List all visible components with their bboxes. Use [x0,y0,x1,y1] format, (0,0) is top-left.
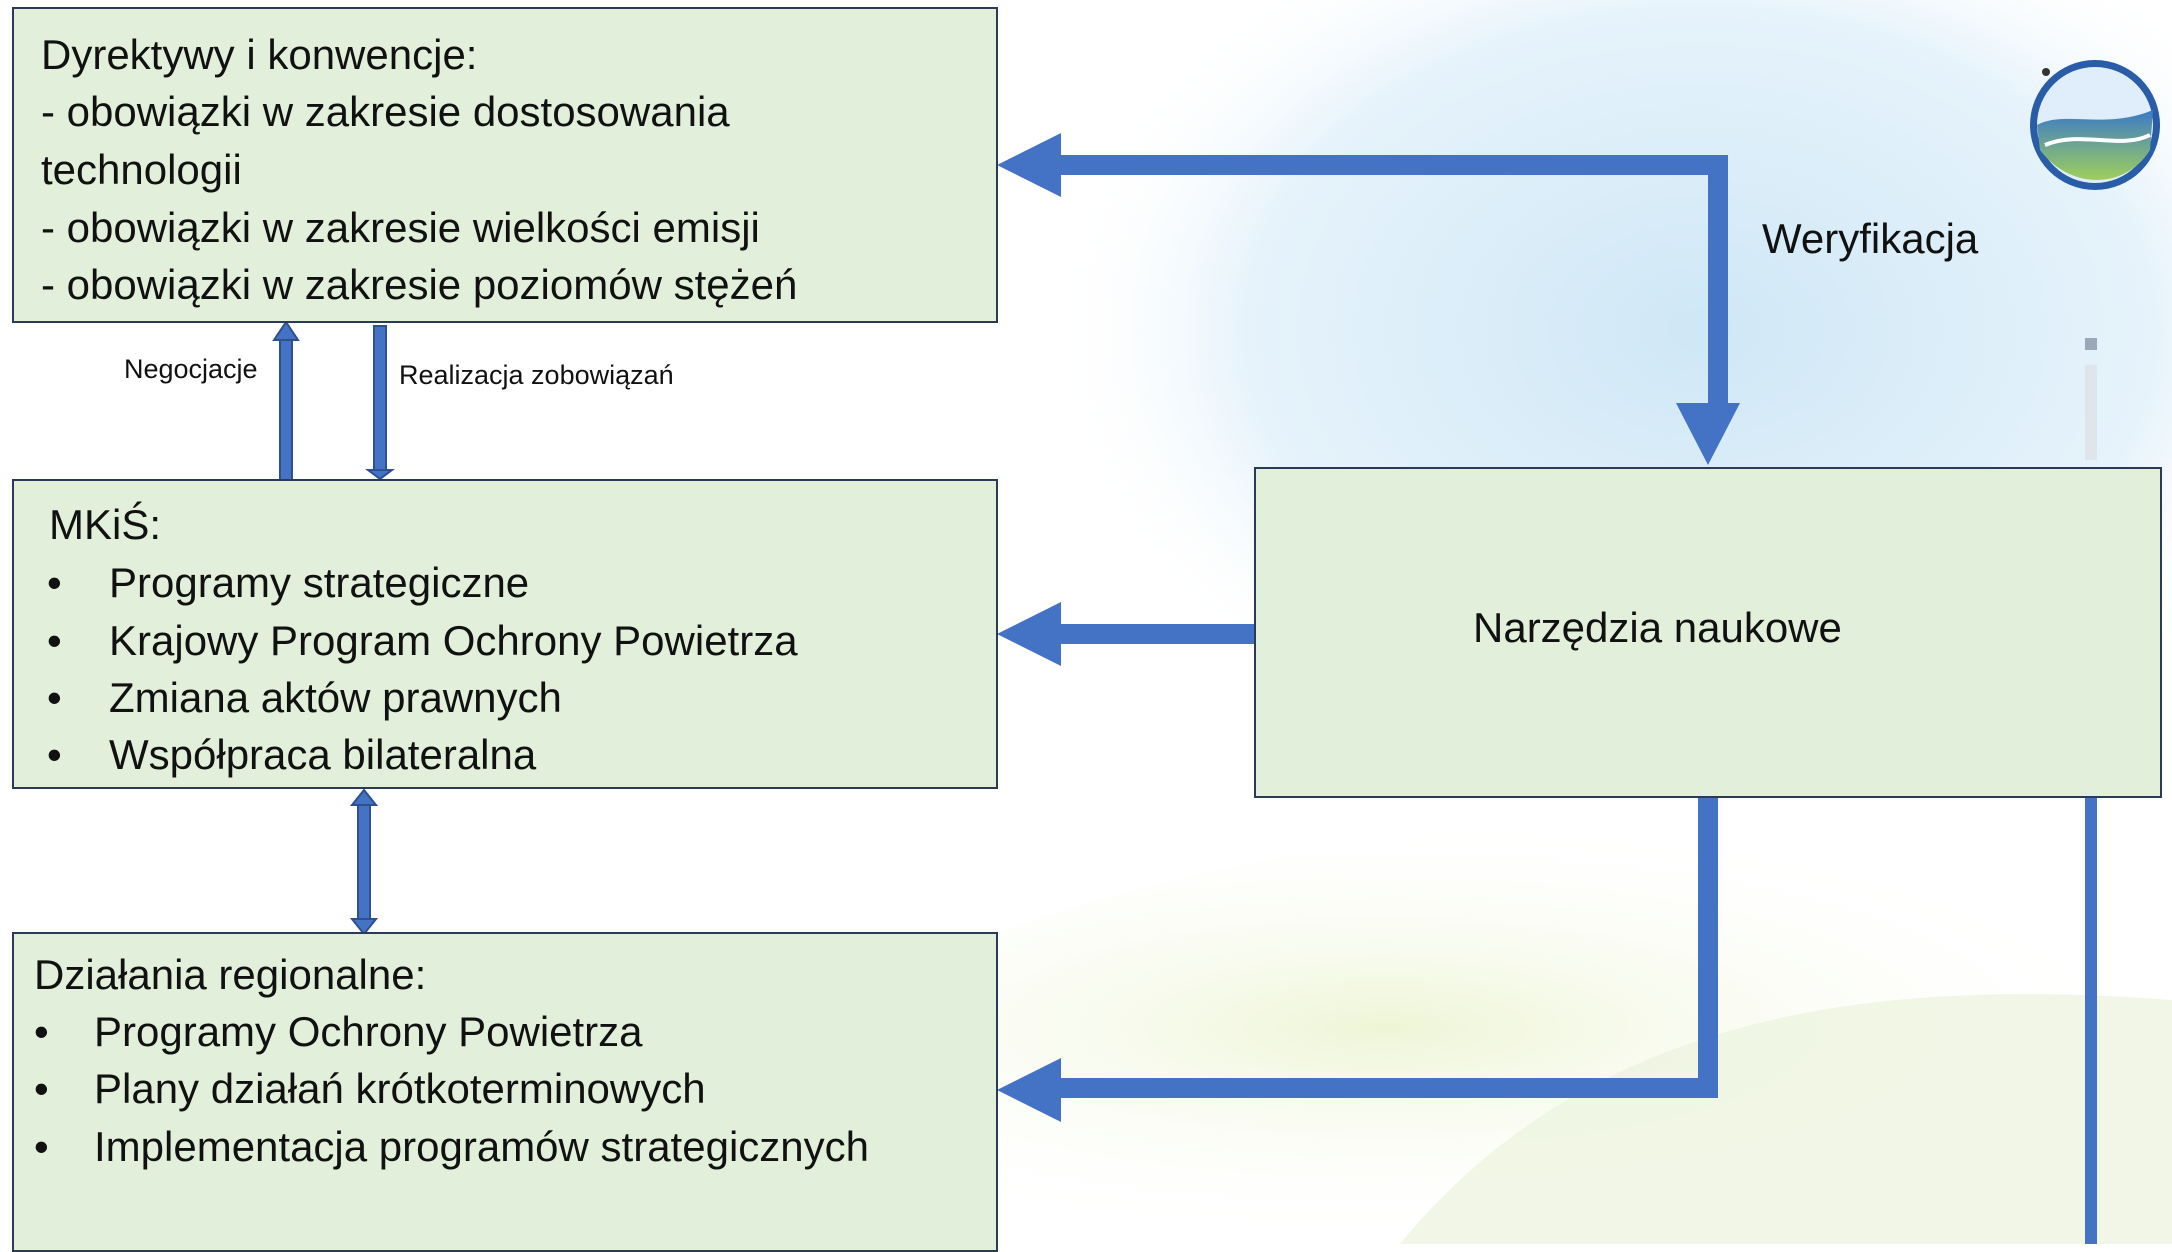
negotiations-label: Negocjacje [124,354,258,384]
bullet-icon: • [47,674,62,721]
bullet-icon: • [47,617,62,664]
arrow-bidirectional-up [349,788,379,806]
tools-to-regional-connector [1045,796,1718,1098]
verification-label: Weryfikacja [1762,215,1979,262]
tools-title: Narzędzia naukowe [1473,604,1842,651]
directives-line: - obowiązki w zakresie wielkości emisji [41,204,760,251]
mkis-title: MKiŚ: [49,501,162,548]
arrow-to-tools [1676,403,1740,465]
mkis-item: Zmiana aktów prawnych [109,674,562,721]
bullet-icon: • [34,1065,49,1112]
verification-connector [1045,155,1728,405]
arrow-negotiations [272,320,300,341]
regional-box: Działania regionalne: • Programy Ochrony… [12,932,998,1252]
arrow-implementation [365,469,395,481]
directives-line: technologii [41,146,242,193]
arrow-to-directives [997,133,1061,197]
directives-title: Dyrektywy i konwencje: [41,31,478,78]
mkis-box: MKiŚ: • Programy strategiczne • Krajowy … [12,479,998,789]
directives-box: Dyrektywy i konwencje: - obowiązki w zak… [12,7,998,323]
arrow-to-mkis [997,602,1061,666]
arrow-bidirectional-down [349,918,379,936]
bullet-icon: • [47,731,62,778]
directives-line: - obowiązki w zakresie dostosowania [41,88,730,135]
bullet-icon: • [47,559,62,606]
directives-line: - obowiązki w zakresie poziomów stężeń [41,261,798,308]
regional-item: Plany działań krótkoterminowych [94,1065,706,1112]
bullet-icon: • [34,1008,49,1055]
mkis-item: Krajowy Program Ochrony Powietrza [109,617,798,664]
mkis-item: Współpraca bilateralna [109,731,537,778]
regional-title: Działania regionalne: [34,951,427,998]
arrow-to-regional [997,1058,1061,1122]
regional-item: Programy Ochrony Powietrza [94,1008,643,1055]
implementation-label: Realizacja zobowiązań [399,360,674,390]
bullet-icon: • [34,1123,49,1170]
logo-icon [2030,60,2160,190]
regional-item: Implementacja programów strategicznych [94,1123,869,1170]
tools-box: Narzędzia naukowe [1254,467,2162,798]
mkis-item: Programy strategiczne [109,559,530,606]
